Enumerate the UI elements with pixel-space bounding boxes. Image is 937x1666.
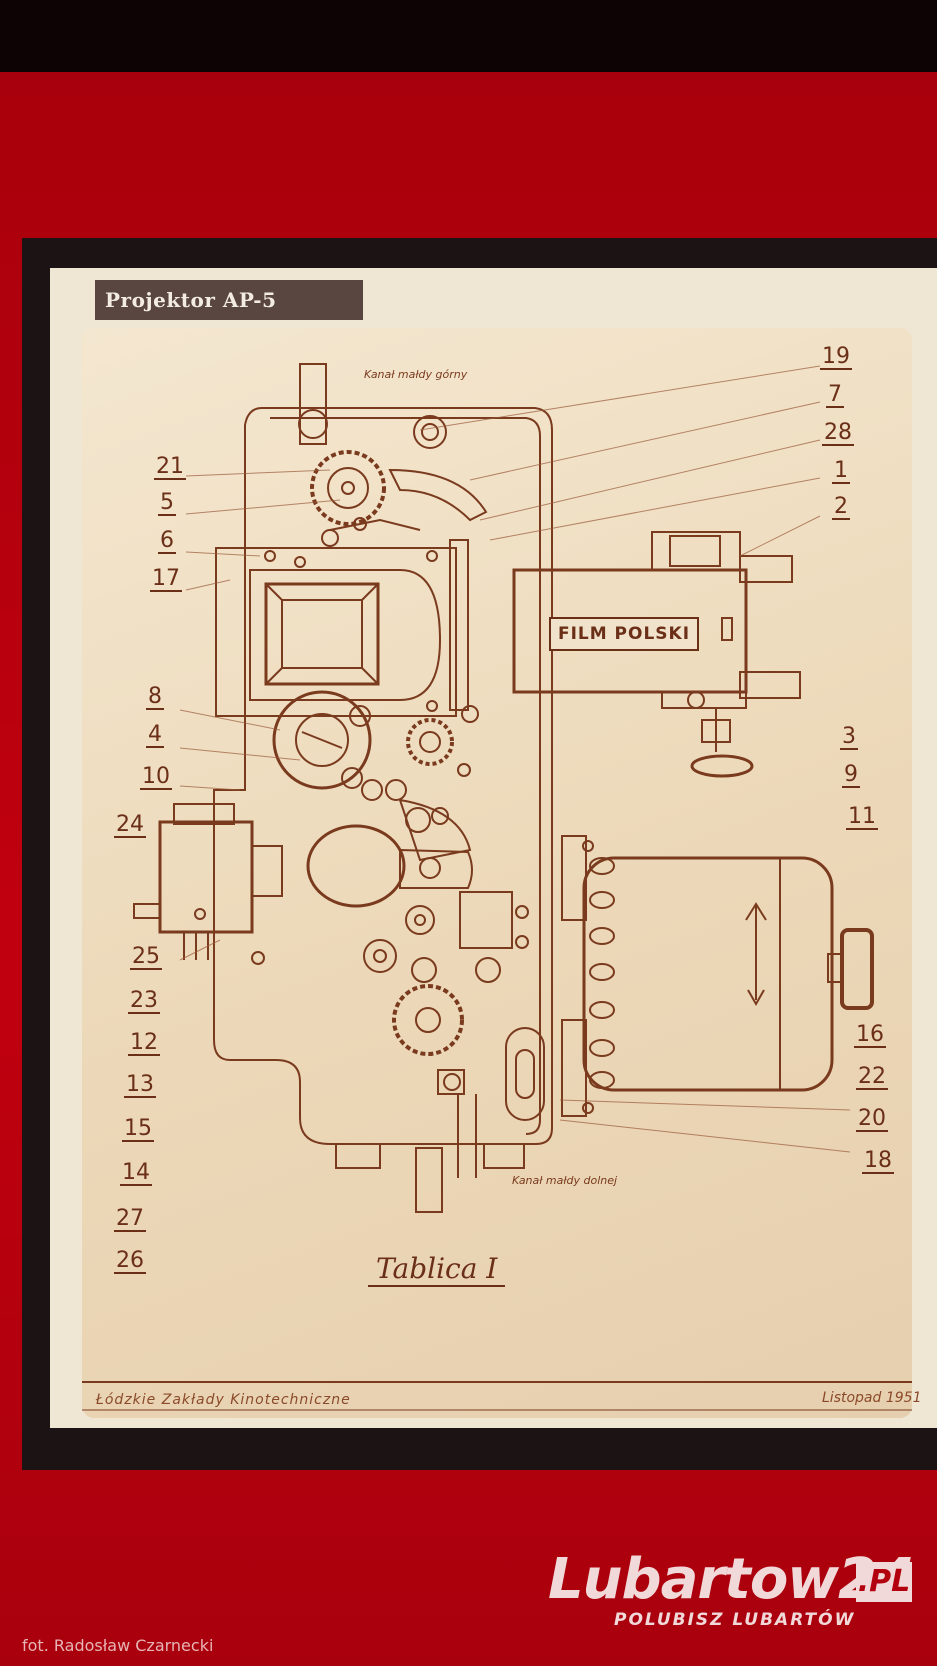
callout-left-10: 23 xyxy=(128,988,160,1014)
logo-wordmark: Lubartow24 xyxy=(548,1547,915,1612)
callout-left-5: 8 xyxy=(146,684,164,710)
logo-tld: .PL xyxy=(856,1562,912,1602)
callout-left-9: 25 xyxy=(130,944,162,970)
callout-left-1: 21 xyxy=(154,454,186,480)
site-logo[interactable]: Lubartow24 .PL POLUBISZ LUBARTÓW xyxy=(548,1547,920,1631)
callout-left-16: 26 xyxy=(114,1248,146,1274)
callout-right-7: 9 xyxy=(842,762,860,788)
top-film-channel xyxy=(299,363,327,445)
bottom-sprocket-gear xyxy=(392,984,464,1056)
callout-right-9: 16 xyxy=(854,1022,886,1048)
callout-right-8: 11 xyxy=(846,804,878,830)
dark-top-band xyxy=(0,0,937,72)
film-gate-window xyxy=(264,582,380,686)
callout-right-4: 1 xyxy=(832,458,850,484)
callout-left-12: 13 xyxy=(124,1072,156,1098)
lamp-housing xyxy=(582,856,834,1092)
callout-right-5: 2 xyxy=(832,494,850,520)
intermittent-gear xyxy=(272,690,372,790)
bottom-film-channel xyxy=(415,1147,443,1213)
plate-label: Tablica I xyxy=(368,1252,506,1287)
manufacturer-footer: Łódzkie Zakłady Kinotechniczne xyxy=(96,1392,351,1408)
callout-left-7: 10 xyxy=(140,764,172,790)
callout-left-14: 14 xyxy=(120,1160,152,1186)
callout-right-3: 28 xyxy=(822,420,854,446)
top-sprocket-gear xyxy=(310,450,386,526)
callout-left-8: 24 xyxy=(114,812,146,838)
focus-knob xyxy=(690,754,754,778)
shutter-oval xyxy=(306,824,406,908)
callout-left-11: 12 xyxy=(128,1030,160,1056)
photo-credit: fot. Radosław Czarnecki xyxy=(22,1636,214,1655)
drawing-sheet xyxy=(82,328,912,1418)
callout-left-2: 5 xyxy=(158,490,176,516)
note-top-channel: Kanał małdy górny xyxy=(364,368,468,381)
callout-right-6: 3 xyxy=(840,724,858,750)
lens-housing xyxy=(512,568,748,694)
callout-right-2: 7 xyxy=(826,382,844,408)
logo-tagline: POLUBISZ LUBARTÓW xyxy=(614,1610,856,1630)
projector-body-outline xyxy=(213,407,553,1145)
callout-left-6: 4 xyxy=(146,722,164,748)
callout-right-10: 22 xyxy=(856,1064,888,1090)
callout-left-4: 17 xyxy=(150,566,182,592)
callout-left-3: 6 xyxy=(158,528,176,554)
callout-left-15: 27 xyxy=(114,1206,146,1232)
side-motor-box xyxy=(158,820,254,934)
date-footer: Listopad 1951 xyxy=(822,1390,922,1406)
lamp-knob xyxy=(840,928,874,1010)
film-gate-housing xyxy=(215,547,457,717)
callout-right-12: 18 xyxy=(862,1148,894,1174)
callout-right-11: 20 xyxy=(856,1106,888,1132)
callout-left-13: 15 xyxy=(122,1116,154,1142)
note-bottom-channel: Kanał małdy dolnej xyxy=(512,1174,618,1187)
lamp-arrow xyxy=(745,902,767,1007)
film-polski-label: FILM POLSKI xyxy=(549,617,699,651)
poster-title: Projektor AP-5 xyxy=(95,280,363,320)
callout-right-1: 19 xyxy=(820,344,852,370)
